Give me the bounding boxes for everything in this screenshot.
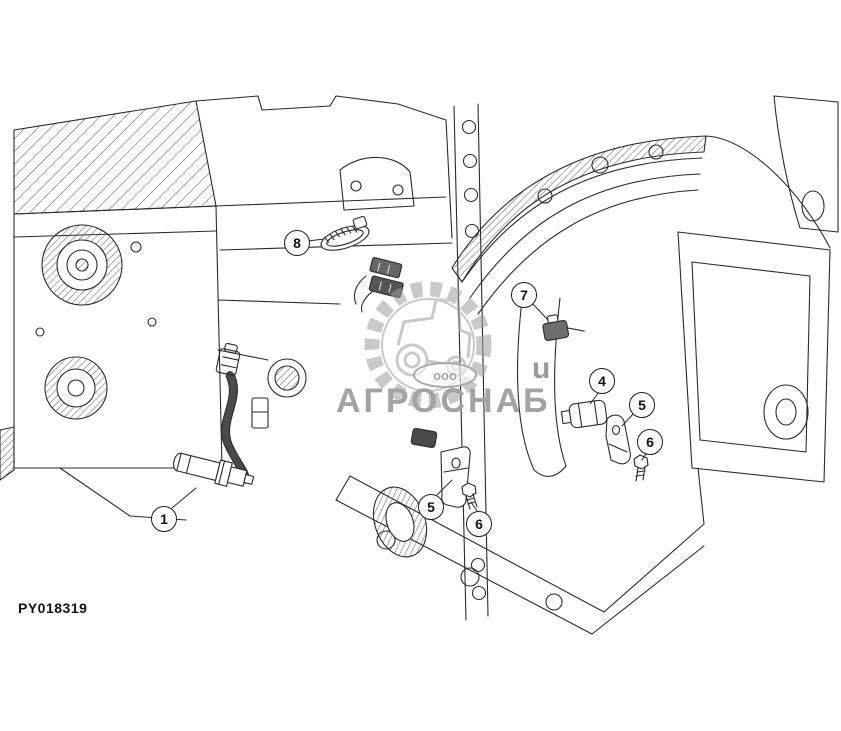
clip-5-left-drawing	[440, 446, 471, 508]
clutch-housing-drawing	[451, 135, 831, 477]
right-frame-drawing	[677, 95, 839, 483]
screw-6-right-drawing	[633, 454, 649, 482]
bottom-flange-drawing	[335, 467, 705, 635]
callout-4: 4	[589, 368, 615, 394]
callout-8: 8	[284, 230, 310, 256]
callout-5-right: 5	[629, 392, 655, 418]
callout-6-right: 6	[637, 429, 663, 455]
clamp-8-drawing	[320, 215, 370, 251]
center-connector-drawing	[410, 427, 438, 449]
callout-5-left: 5	[418, 494, 444, 520]
clip-5-right-drawing	[605, 414, 631, 465]
middle-casing-drawing	[195, 95, 453, 429]
watermark-partial-text: u	[532, 352, 551, 385]
screw-6-left-drawing	[461, 482, 478, 510]
callout-6-left: 6	[466, 511, 492, 537]
callout-7: 7	[511, 282, 537, 308]
watermark-org-name: АГРОСНАБ	[336, 382, 551, 420]
watermark-org-type: ооо	[413, 362, 477, 388]
left-housing-drawing	[0, 100, 223, 521]
callout-1: 1	[151, 506, 177, 532]
callout-leader-lines	[171, 238, 648, 512]
part-code: PY018319	[18, 600, 88, 616]
sensor-1-drawing	[173, 342, 255, 487]
connector-7-drawing	[542, 314, 585, 342]
sensor-4-drawing	[560, 399, 608, 429]
